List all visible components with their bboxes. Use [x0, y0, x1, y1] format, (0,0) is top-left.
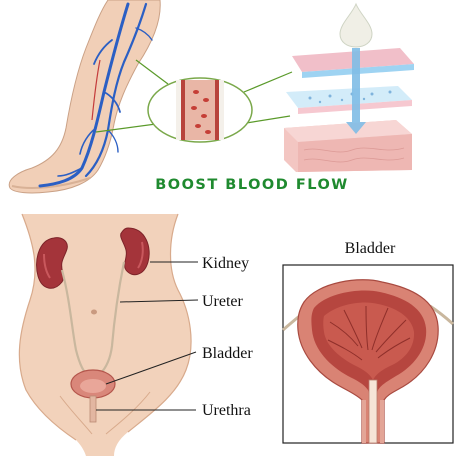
foot-shading: [11, 177, 91, 189]
leg-artery: [91, 59, 101, 121]
label-bladder: Bladder: [202, 345, 253, 362]
navel: [91, 309, 97, 315]
top-title: BOOST BLOOD FLOW: [155, 177, 349, 193]
label-leaders: [96, 261, 199, 411]
top-panel: BOOST BLOOD FLOW: [8, 0, 414, 194]
leg-illustration: [8, 0, 161, 194]
droplet-icon: [339, 2, 373, 48]
blood-cells: [191, 90, 211, 134]
right-kidney: [120, 227, 150, 276]
label-ureter: Ureter: [202, 293, 244, 310]
right-ureter: [99, 261, 126, 375]
bladder-cavity: [323, 302, 415, 380]
bladder-urethra: [368, 379, 378, 444]
bladder-panel-title: Bladder: [345, 240, 396, 257]
label-kidney: Kidney: [202, 255, 249, 272]
leg-veins: [38, 2, 153, 188]
urethra-organ: [89, 395, 97, 423]
skin-layers: [284, 48, 414, 172]
anatomy-panel: Kidney Ureter Bladder Urethra: [18, 213, 253, 456]
label-urethra: Urethra: [202, 402, 251, 419]
bladder-panel: Bladder: [282, 240, 454, 444]
vessel-magnifier: [147, 77, 253, 143]
bladder-rugae: [327, 305, 411, 361]
